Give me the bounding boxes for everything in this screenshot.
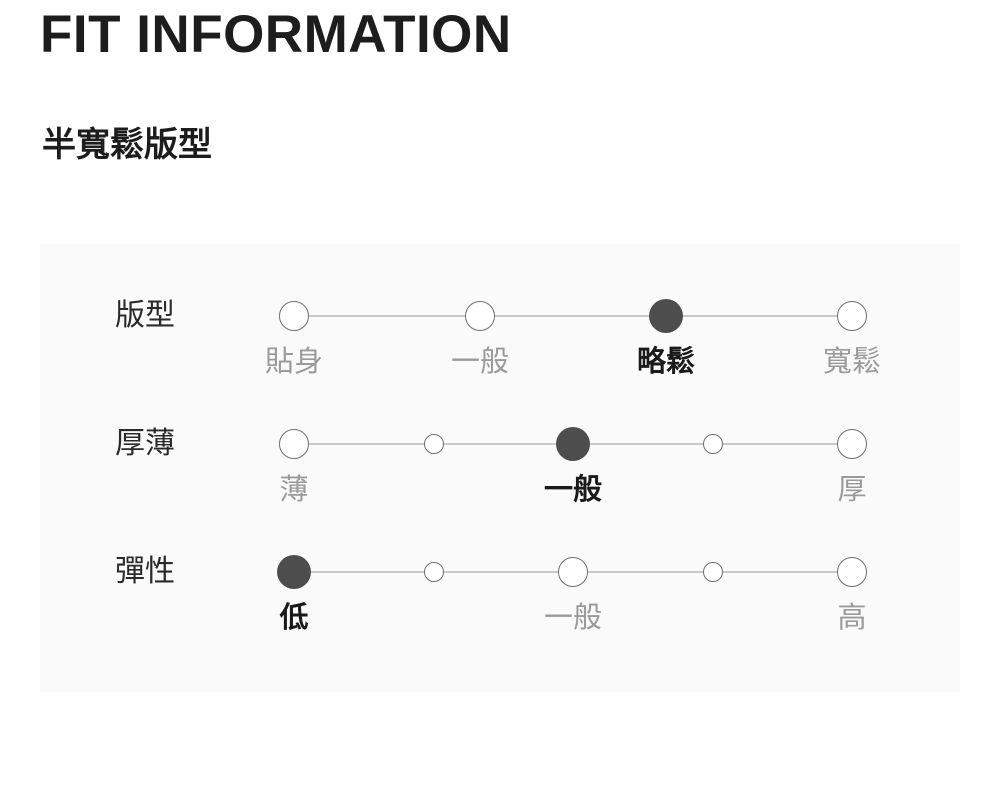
scale-dot-selected xyxy=(277,555,311,589)
scale-stop-label: 厚 xyxy=(837,474,867,506)
scale-dot-selected xyxy=(649,299,683,333)
fit-scale-track: 薄 一般 厚 xyxy=(279,427,867,506)
scale-dot xyxy=(837,557,867,587)
scale-stop-label-selected: 一般 xyxy=(543,474,603,506)
fit-row-thickness: 厚薄 薄 一般 厚 xyxy=(40,427,960,524)
fit-row-label: 彈性 xyxy=(115,555,175,588)
scale-dot xyxy=(702,562,723,582)
fit-scale-track: 貼身 一般 略鬆 寬鬆 xyxy=(265,299,881,378)
scale-dot xyxy=(702,434,723,454)
scale-dot xyxy=(279,301,309,331)
scale-stop-label: 貼身 xyxy=(264,346,324,378)
fit-row-cut: 版型 貼身 一般 略鬆 寬鬆 xyxy=(40,299,960,396)
fit-scale-track: 低 一般 高 xyxy=(277,555,867,634)
scale-dot xyxy=(558,557,588,587)
scale-dot xyxy=(279,429,309,459)
fit-row-label: 厚薄 xyxy=(115,427,175,460)
scale-stop-label: 一般 xyxy=(543,602,603,634)
scale-stop-label: 一般 xyxy=(450,346,510,378)
scale-stop-label-selected: 略鬆 xyxy=(636,346,696,378)
page-title: FIT INFORMATION xyxy=(40,5,512,64)
scale-stop-label: 薄 xyxy=(279,474,309,506)
fit-row-elasticity: 彈性 低 一般 高 xyxy=(40,555,960,652)
scale-dot xyxy=(423,434,444,454)
scale-dot xyxy=(837,301,867,331)
fit-chart-panel: 版型 貼身一般略鬆寬鬆 厚薄 薄一般厚 彈性 低一般高 xyxy=(40,244,960,692)
fit-row-label: 版型 xyxy=(115,299,175,332)
fit-type-subtitle: 半寬鬆版型 xyxy=(42,126,212,164)
scale-dot xyxy=(465,301,495,331)
scale-dot xyxy=(423,562,444,582)
scale-stop-label-selected: 低 xyxy=(279,602,309,634)
scale-stop-label: 高 xyxy=(837,602,867,634)
scale-line xyxy=(294,315,852,317)
scale-stop-label: 寬鬆 xyxy=(822,346,882,378)
scale-dot xyxy=(837,429,867,459)
scale-dot-selected xyxy=(556,427,590,461)
